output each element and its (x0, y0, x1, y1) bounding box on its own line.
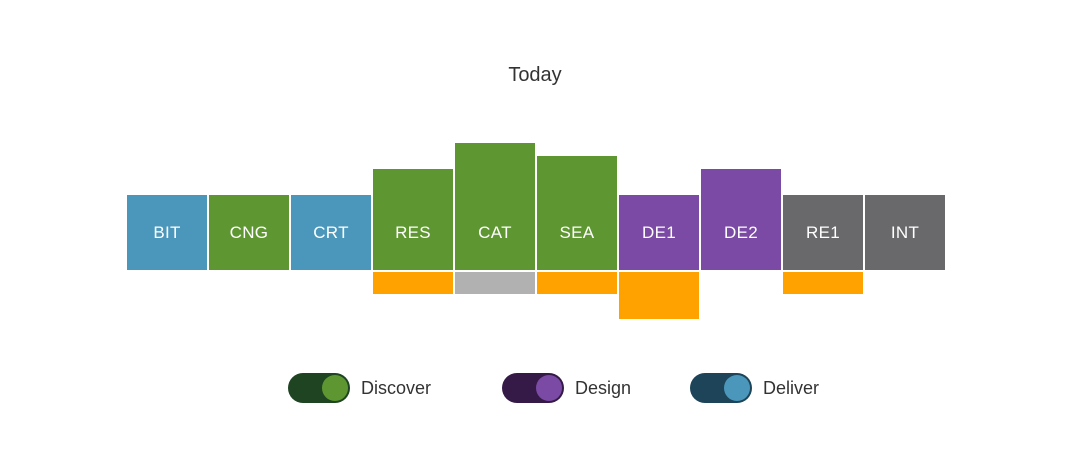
toggle-knob (724, 375, 750, 401)
legend-toggle-discover[interactable]: Discover (288, 372, 431, 404)
block-de1[interactable]: DE1 (619, 195, 699, 270)
legend-label: Design (575, 377, 632, 398)
status-bar-cat (455, 272, 535, 294)
block-label: INT (890, 222, 920, 242)
toggle-switch[interactable] (288, 373, 350, 403)
status-bar-de1 (619, 272, 699, 319)
block-sea[interactable]: SEA (537, 156, 617, 270)
block-de2[interactable]: DE2 (701, 169, 781, 270)
legend-label: Discover (361, 377, 432, 398)
block-label: RE1 (806, 222, 840, 242)
page-title: Today (508, 64, 562, 86)
block-label: BIT (153, 222, 181, 242)
block-bit[interactable]: BIT (127, 195, 207, 270)
toggle-knob (322, 375, 348, 401)
status-bar-re1 (783, 272, 863, 294)
block-label: CRT (313, 222, 349, 242)
status-bar-sea (537, 272, 617, 294)
block-int[interactable]: INT (865, 195, 945, 270)
block-label: CNG (229, 222, 269, 242)
block-label: RES (395, 222, 431, 242)
legend-toggle-design[interactable]: Design (502, 372, 631, 404)
block-res[interactable]: RES (373, 169, 453, 270)
block-label: CAT (478, 222, 512, 242)
block-label: DE1 (642, 222, 676, 242)
block-cat[interactable]: CAT (455, 143, 535, 270)
status-bar-res (373, 272, 453, 294)
toggle-switch[interactable] (690, 373, 752, 403)
legend-label: Deliver (763, 377, 820, 398)
toggle-knob (536, 375, 562, 401)
legend-toggle-deliver[interactable]: Deliver (690, 372, 819, 404)
toggle-switch[interactable] (502, 373, 564, 403)
block-cng[interactable]: CNG (209, 195, 289, 270)
block-label: DE2 (724, 222, 758, 242)
block-re1[interactable]: RE1 (783, 195, 863, 270)
block-label: SEA (559, 222, 595, 242)
block-board: BIT CNG CRT RES CAT SEA DE1 DE2 RE1 INT (127, 143, 945, 319)
block-crt[interactable]: CRT (291, 195, 371, 270)
